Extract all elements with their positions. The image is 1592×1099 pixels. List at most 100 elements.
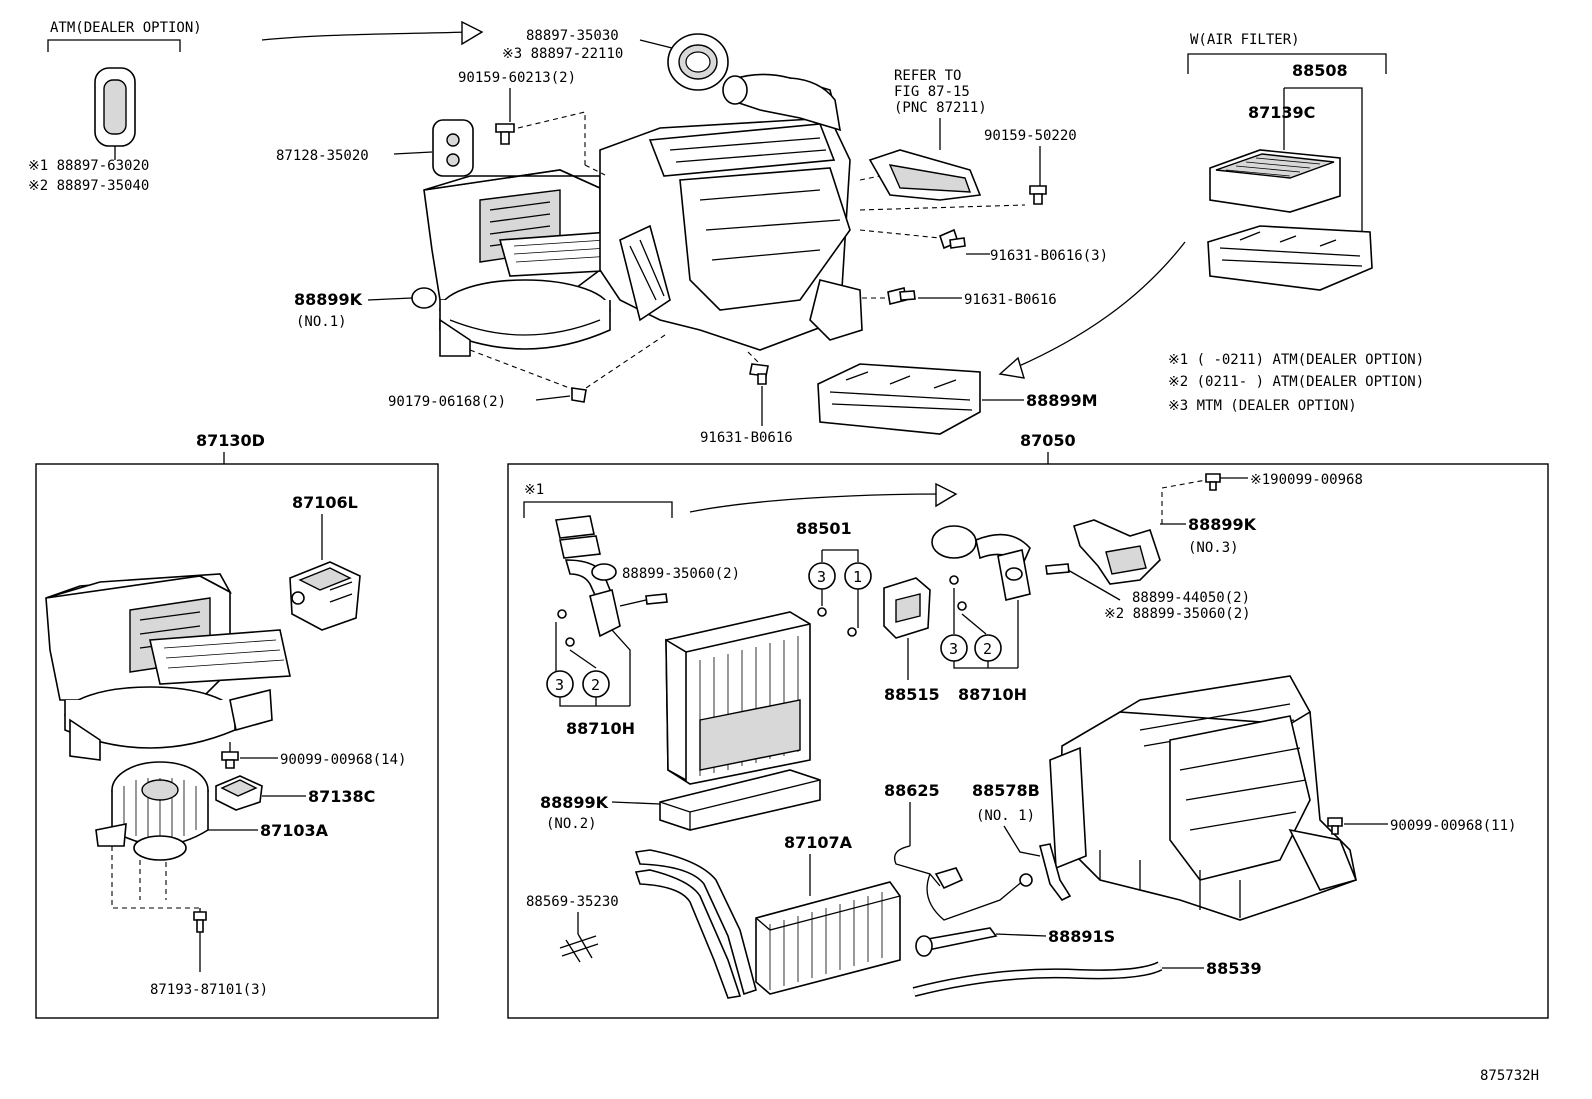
- label-88625: 88625: [884, 781, 940, 800]
- clip-part: [571, 387, 587, 403]
- screw-part-3: [221, 751, 239, 769]
- packing-part-2: [1073, 519, 1161, 585]
- label-87130D: 87130D: [196, 431, 265, 450]
- callout-2-text: 2: [591, 676, 600, 694]
- label-88899-35060-b: ※2 88899-35060(2): [1104, 606, 1251, 622]
- label-88897-63020: ※1 88897-63020: [28, 158, 149, 174]
- label-87106L: 87106L: [292, 493, 358, 512]
- callout-3-text: 3: [555, 676, 564, 694]
- callout-3-a: 3: [546, 670, 574, 698]
- seal-ring-part: [667, 33, 729, 91]
- refer-fig-line2: FIG 87-15: [894, 84, 970, 100]
- refer-fig-line1: REFER TO: [894, 68, 961, 84]
- label-90099-00968-14: 90099-00968(14): [280, 752, 406, 768]
- label-88891S: 88891S: [1048, 927, 1115, 946]
- refer-fig-line3: (PNC 87211): [894, 100, 987, 116]
- label-90159-50220: 90159-50220: [984, 128, 1077, 144]
- pipe-set-part-2: [931, 525, 1031, 601]
- label-88899M: 88899M: [1026, 391, 1098, 410]
- 88899M-part: [817, 363, 981, 435]
- duct-part: [868, 149, 982, 201]
- label-88899K-no1: 88899K: [294, 290, 363, 309]
- air-filter-title: W(AIR FILTER): [1190, 32, 1300, 48]
- label-88899K-no2-sub: (NO.2): [546, 816, 597, 832]
- callout-3-text-c: 3: [949, 640, 958, 658]
- callout-3-text-b: 3: [817, 568, 826, 586]
- label-90099-00968-11: 90099-00968(11): [1390, 818, 1516, 834]
- heater-assembly-box: [507, 463, 1549, 1019]
- label-88539: 88539: [1206, 959, 1262, 978]
- heater-housing-part: [1049, 675, 1358, 921]
- sensor-part: [893, 845, 1033, 921]
- label-91631-B0616-3: 91631-B0616(3): [990, 248, 1108, 264]
- arrow-icon: [461, 20, 484, 46]
- callout-3-b: 3: [808, 562, 836, 590]
- label-88515: 88515: [884, 685, 940, 704]
- packing-part: [659, 769, 821, 831]
- note-2: ※2 (0211- ) ATM(DEALER OPTION): [1168, 374, 1424, 390]
- label-88899K-no3: 88899K: [1188, 515, 1257, 534]
- label-88710H-a: 88710H: [566, 719, 635, 738]
- label-88508: 88508: [1292, 61, 1348, 80]
- label-87050: 87050: [1020, 431, 1076, 450]
- screw-part: [495, 123, 515, 145]
- label-91631-B0616-b: 91631-B0616: [700, 430, 793, 446]
- callout-3-c: 3: [940, 634, 968, 662]
- atm-dealer-option-label: ATM(DEALER OPTION): [50, 20, 202, 36]
- hose-part: [912, 961, 1163, 997]
- clamp-part: [559, 933, 599, 963]
- label-87138C: 87138C: [308, 787, 375, 806]
- filter-frame-part: [1207, 225, 1373, 291]
- heater-core-part: [634, 849, 901, 999]
- label-91631-B0616-a: 91631-B0616: [964, 292, 1057, 308]
- blower-motor-part: [95, 761, 209, 861]
- label-87193-87101: 87193-87101(3): [150, 982, 268, 998]
- label-88569-35230: 88569-35230: [526, 894, 619, 910]
- blower-assembly-box: [35, 463, 439, 1019]
- reference-code: 875732H: [1480, 1068, 1539, 1084]
- label-88501: 88501: [796, 519, 852, 538]
- blower-housing-part: [45, 573, 291, 761]
- arrow-icon-2: [998, 356, 1025, 379]
- label-88899K-no2: 88899K: [540, 793, 609, 812]
- resistor-part: [215, 775, 263, 811]
- label-88710H-b: 88710H: [958, 685, 1027, 704]
- thermistor-part: [915, 927, 998, 957]
- hvac-unit-assembly: [423, 73, 863, 357]
- plate-part: [432, 119, 474, 177]
- label-88897-35040: ※2 88897-35040: [28, 178, 149, 194]
- label-90179-06168: 90179-06168(2): [388, 394, 506, 410]
- label-88897-35030: 88897-35030: [526, 28, 619, 44]
- note-1: ※1 ( -0211) ATM(DEALER OPTION): [1168, 352, 1424, 368]
- bolt-part: [939, 228, 966, 250]
- label-88897-22110: ※3 88897-22110: [502, 46, 623, 62]
- callout-2-b: 2: [974, 634, 1002, 662]
- screw-part-5: [1205, 473, 1221, 491]
- servo-motor-part: [289, 561, 361, 631]
- label-88899K-no1-sub: (NO.1): [296, 314, 347, 330]
- filter-element-part: [1209, 149, 1341, 213]
- label-88578B: 88578B: [972, 781, 1040, 800]
- label-87128-35020: 87128-35020: [276, 148, 369, 164]
- callout-2-text-b: 2: [983, 640, 992, 658]
- arrow-icon-3: [935, 482, 958, 508]
- callout-1: 1: [844, 562, 872, 590]
- label-88899K-no3-sub: (NO.3): [1188, 540, 1239, 556]
- bolt-part-2: [887, 287, 916, 305]
- callout-1-text: 1: [853, 568, 862, 586]
- label-87107A: 87107A: [784, 833, 853, 852]
- label-90099-00968-star: ※190099-00968: [1250, 472, 1363, 488]
- label-87103A: 87103A: [260, 821, 329, 840]
- screw-part-2: [1029, 185, 1047, 205]
- label-88899-35060-a: 88899-35060(2): [622, 566, 740, 582]
- label-90159-60213: 90159-60213(2): [458, 70, 576, 86]
- duct-part-2: [1039, 843, 1072, 902]
- callout-2-a: 2: [582, 670, 610, 698]
- screw-part-6: [1327, 817, 1343, 835]
- screw-part-4: [193, 911, 207, 933]
- note-3: ※3 MTM (DEALER OPTION): [1168, 398, 1357, 414]
- expansion-valve-part: [883, 577, 931, 639]
- label-88899-44050: 88899-44050(2): [1132, 590, 1250, 606]
- bolt-part-3: [749, 363, 769, 385]
